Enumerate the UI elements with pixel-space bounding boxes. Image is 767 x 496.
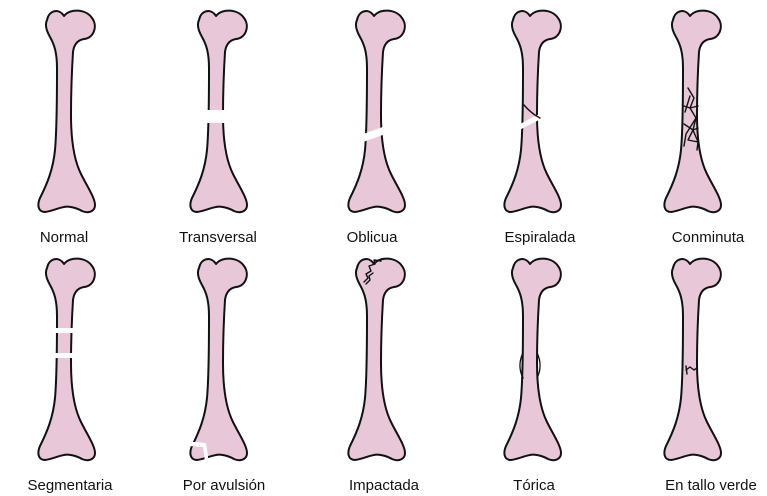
bone-por-avulsion — [190, 259, 247, 461]
label-oblicua: Oblicua — [347, 229, 399, 246]
bone-normal — [38, 11, 95, 213]
label-en-tallo-verde: En tallo verde — [665, 477, 757, 494]
label-torica: Tórica — [513, 477, 555, 494]
label-transversal: Transversal — [179, 229, 257, 246]
label-normal: Normal — [40, 229, 88, 246]
bone-espiralada — [504, 11, 561, 213]
bone-impactada — [348, 259, 405, 461]
bone-segmentaria — [38, 259, 95, 461]
label-segmentaria: Segmentaria — [27, 477, 113, 494]
bone-oblicua — [348, 11, 405, 213]
bone-transversal — [190, 11, 247, 213]
label-por-avulsion: Por avulsión — [183, 477, 266, 494]
bone-conminuta — [664, 11, 721, 213]
label-impactada: Impactada — [349, 477, 420, 494]
label-espiralada: Espiralada — [505, 229, 577, 246]
label-conminuta: Conminuta — [672, 229, 745, 246]
bone-torica — [504, 259, 561, 461]
bone-en-tallo-verde — [664, 259, 721, 461]
